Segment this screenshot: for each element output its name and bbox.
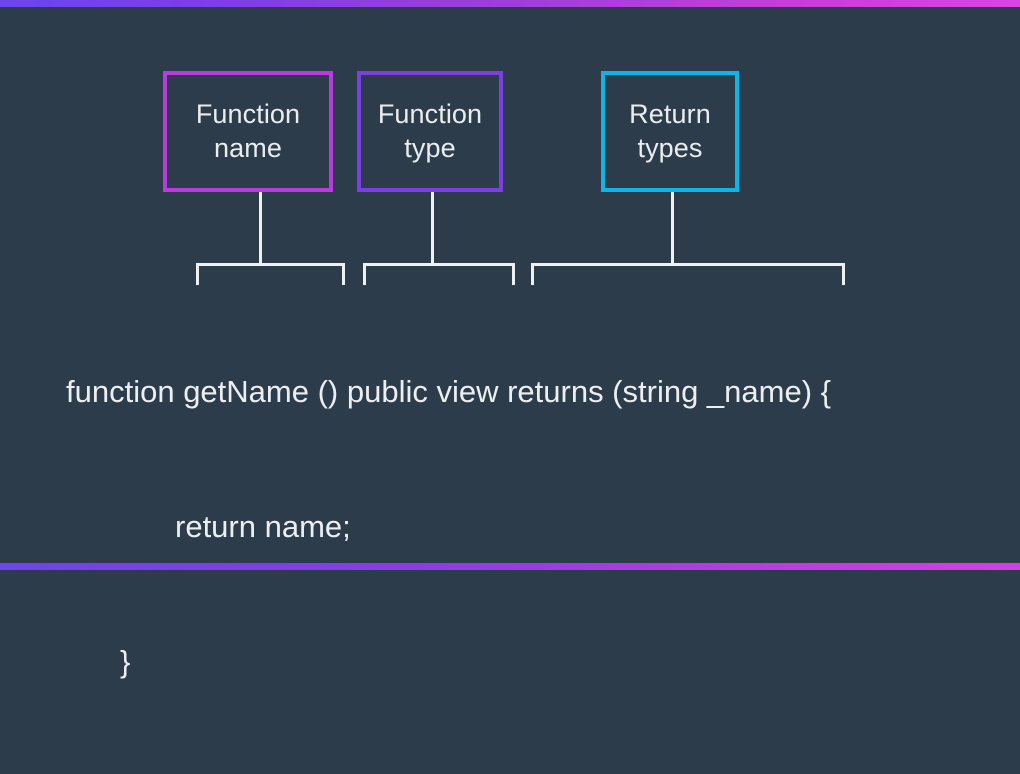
connector-stem-function-name	[259, 192, 262, 264]
connector-stem-function-type	[431, 192, 434, 264]
bottom-accent-bar	[0, 563, 1020, 570]
code-line-return: return name;	[175, 509, 351, 544]
connector-stem-return-types	[671, 192, 674, 264]
label-box-return-types: Return types	[601, 71, 739, 192]
code-line-close-brace: }	[120, 644, 131, 679]
label-box-function-type-line2: type	[404, 132, 456, 163]
label-box-return-types-line1: Return	[629, 98, 711, 129]
label-box-function-name-line2: name	[214, 132, 282, 163]
label-box-return-types-line2: types	[637, 132, 703, 163]
bracket-return-types	[531, 263, 845, 285]
label-box-function-type: Function type	[357, 71, 503, 192]
code-block: function getName () public view returns …	[0, 279, 1020, 774]
slide-canvas: Function name Function type Return types…	[0, 0, 1020, 679]
label-box-function-name: Function name	[163, 71, 333, 192]
label-box-function-type-line1: Function	[377, 98, 483, 129]
code-line-signature: function getName () public view returns …	[66, 374, 831, 409]
label-box-function-name-line1: Function	[195, 98, 301, 129]
bracket-function-type	[363, 263, 515, 285]
bottom-edge-fill	[0, 570, 1020, 574]
bracket-function-name	[196, 263, 345, 285]
top-accent-bar	[0, 0, 1020, 7]
